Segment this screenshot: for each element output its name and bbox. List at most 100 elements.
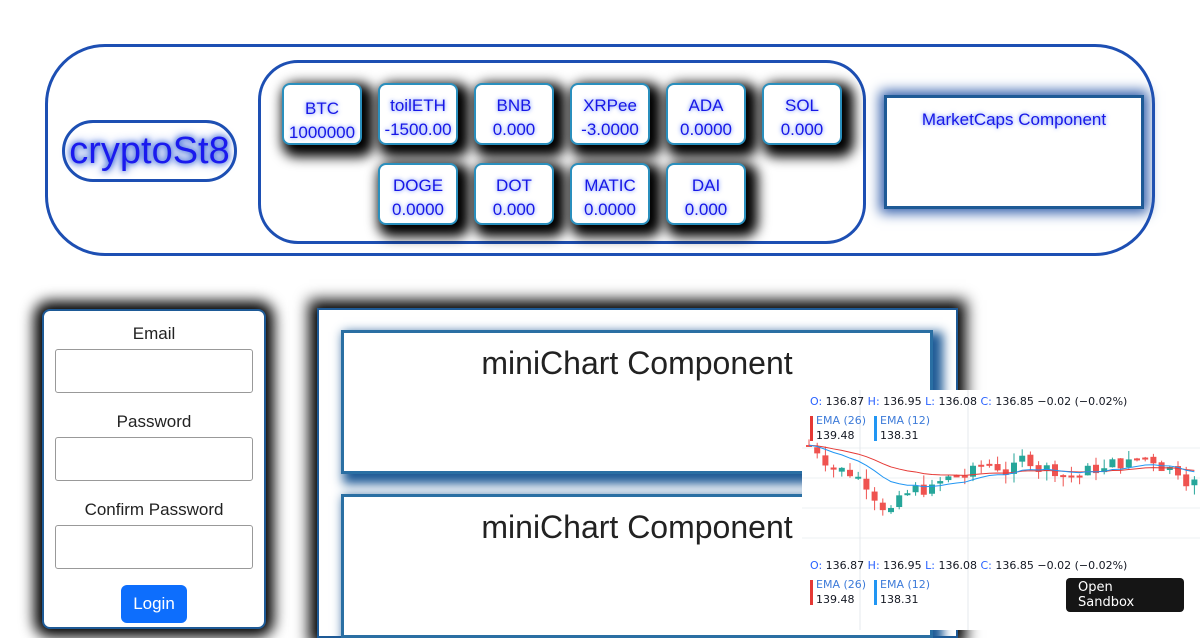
confirm-password-label: Confirm Password (84, 500, 224, 519)
close-value: 136.85 (995, 395, 1034, 408)
candle (1060, 474, 1067, 487)
candle (945, 475, 952, 483)
candle (1117, 458, 1124, 474)
ticker-panel: BTC 1000000 toilETH -1500.00 BNB 0.000 X… (258, 60, 866, 244)
ema12-swatch (874, 416, 877, 441)
candle (1109, 457, 1116, 468)
candle (986, 459, 993, 468)
coin-card-ada[interactable]: ADA 0.0000 (666, 83, 746, 145)
coin-value: 0.000 (492, 200, 536, 219)
candle (814, 442, 821, 459)
candle (1002, 461, 1009, 484)
candle (978, 460, 985, 474)
password-label: Password (116, 412, 192, 431)
login-button[interactable]: Login (121, 585, 187, 623)
coin-card-sol[interactable]: SOL 0.000 (762, 83, 842, 145)
coin-symbol: XRPee (583, 96, 637, 115)
ema26-name: EMA (26) (816, 414, 867, 427)
ohlc-legend-lower: O: 136.87 H: 136.95 L: 136.08 C: 136.85 … (810, 559, 1128, 572)
candle (871, 487, 878, 511)
coin-value: -1500.00 (384, 120, 452, 139)
candle (847, 463, 853, 478)
login-form: Email Password Confirm Password Login (42, 309, 266, 629)
candle (838, 467, 845, 477)
ema-line (808, 444, 1195, 488)
candle (830, 464, 837, 478)
coin-symbol: MATIC (584, 176, 636, 195)
marketcaps-panel: MarketCaps Component (884, 95, 1144, 209)
coin-symbol: DAI (691, 176, 721, 195)
close-value: 136.85 (995, 559, 1034, 572)
candle (970, 462, 976, 482)
candlestick-chart[interactable] (802, 390, 1200, 630)
candle (879, 498, 886, 516)
candle (855, 471, 862, 480)
high-value: 136.95 (883, 559, 922, 572)
coin-symbol: DOGE (392, 176, 444, 195)
ohlc-legend: O: 136.87 H: 136.95 L: 136.08 C: 136.85 … (810, 395, 1128, 408)
password-field[interactable] (55, 437, 253, 481)
change-value: −0.02 (−0.02%) (1037, 559, 1128, 572)
candle (806, 439, 812, 447)
candle (1093, 457, 1099, 481)
coin-value: 1000000 (288, 123, 356, 142)
mini-chart-title: miniChart Component (481, 345, 793, 381)
coin-card-btc[interactable]: BTC 1000000 (282, 83, 362, 145)
mini-chart-title: miniChart Component (481, 509, 793, 545)
coin-card-dot[interactable]: DOT 0.000 (474, 163, 554, 225)
candle (1142, 456, 1149, 462)
candle (888, 505, 894, 514)
candle (994, 456, 1001, 472)
ema12-name: EMA (12) (880, 578, 931, 591)
coin-card-doge[interactable]: DOGE 0.0000 (378, 163, 458, 225)
candle (1125, 450, 1132, 469)
candle (1183, 466, 1190, 491)
candle (1175, 461, 1181, 480)
coin-symbol: SOL (784, 96, 820, 115)
coin-value: 0.0000 (680, 120, 732, 139)
ema26-name: EMA (26) (816, 578, 867, 591)
ema12-value: 138.31 (880, 593, 919, 606)
candle (1191, 476, 1198, 495)
coin-card-dai[interactable]: DAI 0.000 (666, 163, 746, 225)
candle (1134, 457, 1140, 462)
coin-value: 0.000 (492, 120, 536, 139)
coin-card-eth[interactable]: toilETH -1500.00 (378, 83, 458, 145)
high-value: 136.95 (883, 395, 922, 408)
candle (1027, 451, 1034, 470)
confirm-password-field[interactable] (55, 525, 253, 569)
low-value: 136.08 (938, 395, 978, 408)
ema26-swatch (810, 580, 813, 605)
coin-symbol: ADA (688, 96, 724, 115)
coin-card-matic[interactable]: MATIC 0.0000 (570, 163, 650, 225)
mini-chart-card: miniChart Component (341, 330, 933, 474)
coin-symbol: DOT (496, 176, 532, 195)
candle (863, 469, 870, 500)
candle (822, 446, 829, 472)
coin-card-bnb[interactable]: BNB 0.000 (474, 83, 554, 145)
candle (1011, 453, 1017, 483)
ema12-value: 138.31 (880, 429, 919, 442)
candle (912, 482, 919, 496)
candle (929, 479, 935, 497)
candle (1019, 449, 1026, 468)
app-logo[interactable]: cryptoSt8 (62, 120, 237, 182)
coin-value: -3.0000 (581, 120, 639, 139)
candle (961, 468, 968, 485)
marketcaps-label: MarketCaps Component (921, 110, 1107, 129)
ema12-swatch (874, 580, 877, 605)
ema26-swatch (810, 416, 813, 441)
coin-card-xrp[interactable]: XRPee -3.0000 (570, 83, 650, 145)
candle (896, 490, 903, 510)
email-label: Email (132, 324, 176, 343)
candlestick-widget[interactable]: O: 136.87 H: 136.95 L: 136.08 C: 136.85 … (802, 390, 1200, 630)
candle (1043, 462, 1050, 481)
open-value: 136.87 (825, 395, 865, 408)
coin-value: 0.000 (684, 200, 728, 219)
candle (937, 477, 944, 492)
coin-value: 0.000 (780, 120, 824, 139)
ema26-value: 139.48 (816, 593, 855, 606)
open-sandbox-button[interactable]: Open Sandbox (1066, 578, 1184, 612)
ema26-value: 139.48 (816, 429, 855, 442)
email-field[interactable] (55, 349, 253, 393)
